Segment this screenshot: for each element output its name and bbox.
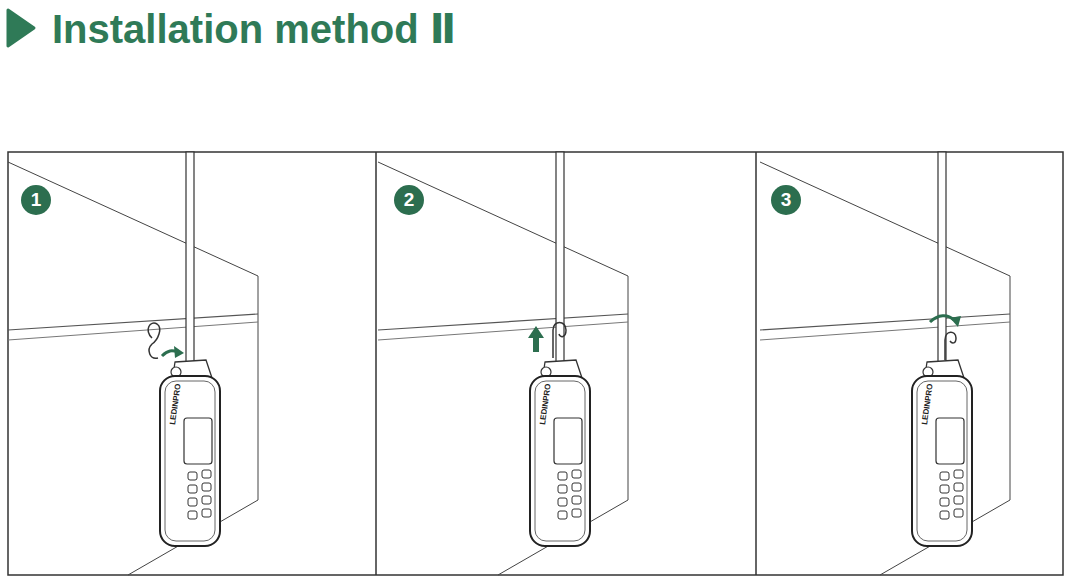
step-number: 2 [394, 185, 424, 215]
step-number-text: 1 [31, 189, 42, 211]
step-number-text: 3 [781, 189, 792, 211]
step-number: 3 [771, 185, 801, 215]
step-number: 1 [21, 185, 51, 215]
diagram-title: Installation method Ⅱ [52, 6, 456, 52]
step-number-text: 2 [404, 189, 415, 211]
